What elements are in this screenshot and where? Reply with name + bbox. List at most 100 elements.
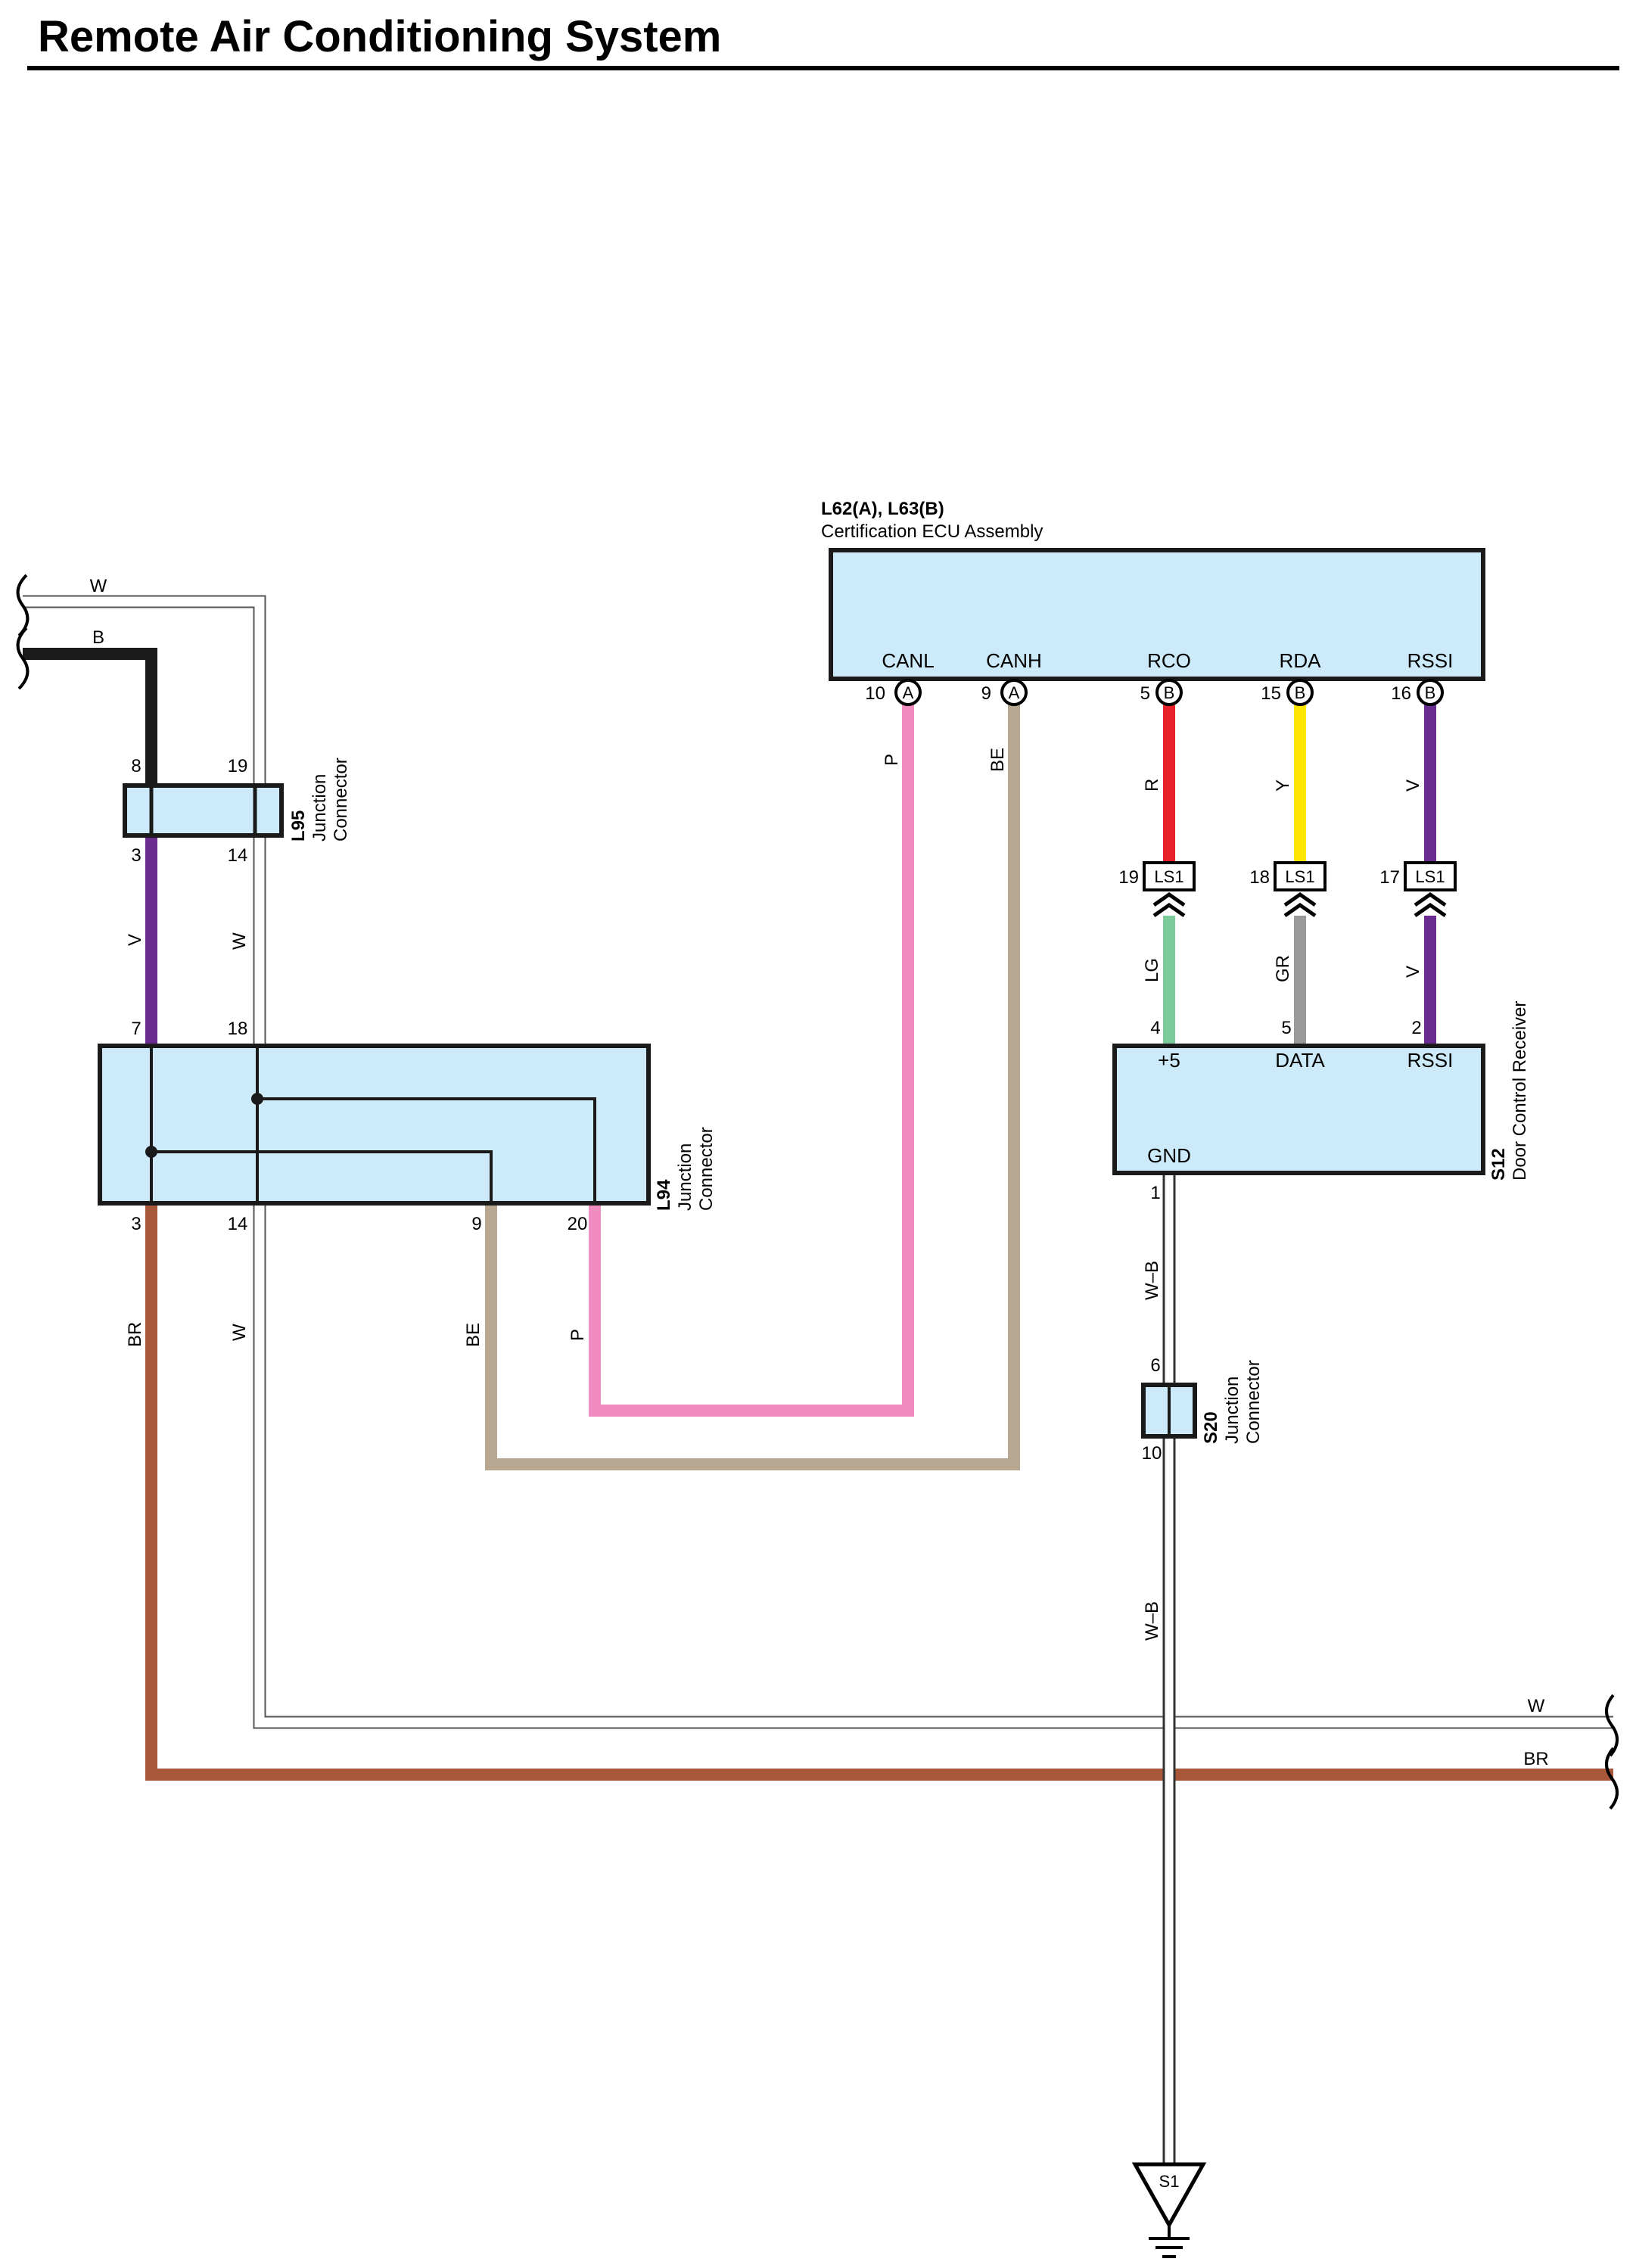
wire-label-w-right: W (1528, 1696, 1545, 1716)
ecu-id: L62(A), L63(B) (821, 499, 944, 519)
s12-box (1112, 1044, 1485, 1175)
ecu-box (829, 548, 1485, 681)
connector-letter: A (903, 683, 914, 702)
l95-label: L95 Junction Connector (288, 758, 351, 842)
ls1-pin: 18 (1249, 867, 1270, 888)
s12-pin-1: 1 (1150, 1183, 1160, 1203)
l94-pin-20: 20 (568, 1214, 588, 1234)
s12-terminal-plus5: +5 (1158, 1049, 1180, 1072)
wire-label-v-rssi: V (1403, 779, 1423, 792)
l94-pin-3: 3 (131, 1214, 141, 1234)
l94-pin-7: 7 (131, 1019, 141, 1039)
wire-label-w-l94: W (229, 1324, 250, 1341)
s20-line1: Junction (1222, 1377, 1243, 1444)
certification-ecu: L62(A), L63(B) Certification ECU Assembl… (821, 499, 1485, 706)
s12-id: S12 (1488, 1148, 1509, 1181)
l95-pin-14: 14 (228, 845, 248, 866)
ls1-pin: 19 (1118, 867, 1139, 888)
s12-pin-4: 4 (1150, 1018, 1160, 1038)
s12-terminal-data: DATA (1275, 1049, 1325, 1072)
wire-label-w-top: W (90, 576, 107, 596)
ground-s1: S1 (1131, 2162, 1207, 2258)
s20-pin-6: 6 (1150, 1355, 1160, 1376)
wire-labels: W B V W BR W BE P P BE R Y V LG GR V W–B… (90, 576, 1549, 1769)
l94-pin-18: 18 (228, 1019, 248, 1039)
pin-number: 15 (1261, 683, 1281, 704)
l94-id: L94 (654, 1179, 674, 1211)
ls1-connector-19: 19 LS1 (1118, 861, 1196, 918)
wire-br (145, 1203, 1613, 1781)
wire-label-br-right: BR (1523, 1749, 1548, 1769)
break-marks-left (16, 574, 30, 690)
ecu-terminal-rssi: RSSI 16 B (1391, 649, 1454, 706)
s12-pin-2: 2 (1411, 1018, 1421, 1038)
ls1-label: LS1 (1285, 867, 1314, 886)
wire-p (589, 696, 914, 1417)
ecu-terminal-rda: RDA 15 B (1261, 649, 1322, 706)
wire-label-y: Y (1273, 779, 1293, 792)
ecu-terminals: CANL 10 A CANH 9 A RCO 5 B RDA 15 (865, 649, 1454, 706)
l95-line1: Junction (309, 774, 330, 842)
ls1-label: LS1 (1154, 867, 1183, 886)
pin-number: 9 (981, 683, 991, 704)
s12-name: Door Control Receiver (1510, 1001, 1530, 1181)
l95-pin-8: 8 (131, 756, 141, 776)
l95-id: L95 (288, 810, 309, 842)
l94-pin-9: 9 (471, 1214, 481, 1234)
terminal-label: RSSI (1407, 649, 1454, 672)
s12-pin-5: 5 (1281, 1018, 1291, 1038)
break-marks-right (1605, 1694, 1619, 1810)
wire-label-be-ecu: BE (988, 748, 1008, 772)
page-title: Remote Air Conditioning System (38, 12, 721, 61)
ground-label: S1 (1159, 2172, 1180, 2191)
ecu-name: Certification ECU Assembly (821, 521, 1043, 542)
ecu-terminal-canh: CANH 9 A (981, 649, 1042, 706)
connector-letter: B (1425, 683, 1436, 702)
l95-line2: Connector (331, 758, 351, 842)
wire-label-wb-upper: W–B (1142, 1261, 1162, 1300)
ls1-label: LS1 (1415, 867, 1445, 886)
s20-label: S20 Junction Connector (1201, 1360, 1264, 1444)
s20-line2: Connector (1243, 1360, 1264, 1444)
l94-box (98, 1044, 651, 1206)
wire-label-v-l95: V (125, 934, 145, 946)
connector-letter: B (1295, 683, 1306, 702)
wire-label-r: R (1142, 779, 1162, 792)
l94-line2: Connector (696, 1127, 717, 1211)
wire-label-gr: GR (1273, 955, 1293, 982)
wires (23, 595, 1613, 2183)
ecu-terminal-canl: CANL 10 A (865, 649, 935, 706)
s12-terminal-gnd: GND (1147, 1144, 1191, 1167)
l94-line1: Junction (675, 1143, 695, 1211)
l95-pin-19: 19 (228, 756, 248, 776)
wire-label-wb-lower: W–B (1142, 1601, 1162, 1641)
pin-number: 16 (1391, 683, 1411, 704)
l94-pin-14: 14 (228, 1214, 248, 1234)
terminal-label: RCO (1147, 649, 1191, 672)
ls1-connector-18: 18 LS1 (1249, 861, 1327, 918)
wire-label-v-recv: V (1403, 966, 1423, 978)
s12-terminal-rssi: RSSI (1407, 1049, 1454, 1072)
pin-number: 10 (865, 683, 885, 704)
l95-junction-connector: 8 19 3 14 L95 Junction Connector (123, 756, 351, 866)
l95-pin-3: 3 (131, 845, 141, 866)
wire-label-p-l94: P (568, 1329, 588, 1341)
s12-door-control-receiver: 4 5 2 +5 DATA RSSI GND 1 S12 Door Contro… (1112, 1001, 1530, 1203)
connector-letter: A (1009, 683, 1020, 702)
s12-label: S12 Door Control Receiver (1488, 1001, 1530, 1181)
wire-be (485, 696, 1020, 1470)
wire-label-be-l94: BE (463, 1323, 484, 1347)
wire-label-w-l95: W (229, 932, 250, 950)
wire-label-p-ecu: P (882, 754, 902, 766)
terminal-label: CANH (986, 649, 1042, 672)
ecu-terminal-rco: RCO 5 B (1140, 649, 1191, 706)
l95-box (123, 783, 284, 838)
ls1-pin: 17 (1379, 867, 1400, 888)
wire-b (23, 648, 157, 791)
wire-label-b-top: B (92, 627, 104, 648)
ls1-connectors: 19 LS1 18 LS1 17 LS1 (1118, 861, 1457, 918)
s20-pin-10: 10 (1142, 1443, 1162, 1464)
connector-letter: B (1164, 683, 1175, 702)
terminal-label: RDA (1280, 649, 1322, 672)
